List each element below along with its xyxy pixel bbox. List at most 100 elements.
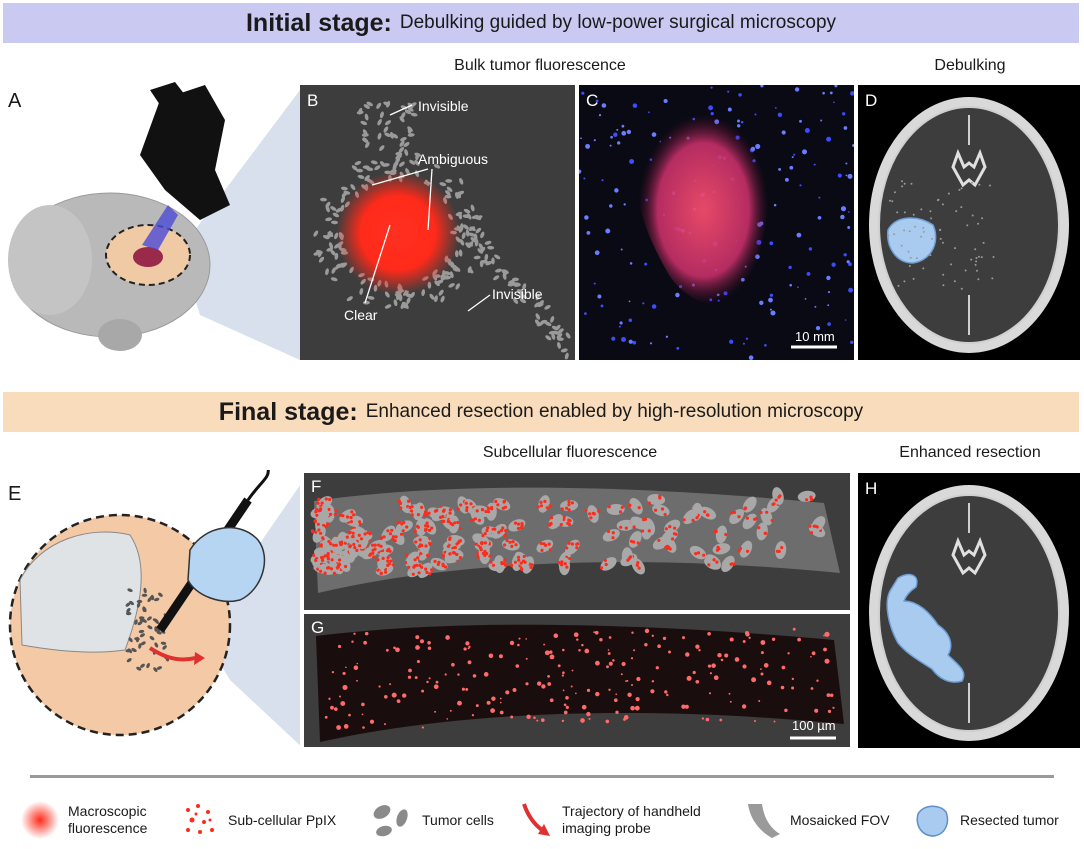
autofluorescence-speck	[781, 130, 786, 135]
ppix-dot	[632, 525, 636, 529]
autofluorescence-speck	[815, 326, 821, 331]
ppix-speck	[634, 705, 640, 711]
panel-g: G 100 µm	[304, 614, 850, 747]
ppix-speck	[615, 710, 619, 714]
panel-d: D	[858, 85, 1080, 360]
autofluorescence-speck	[796, 232, 802, 238]
tumor-cell	[445, 179, 453, 183]
ppix-dot	[447, 520, 451, 524]
autofluorescence-speck	[808, 247, 813, 251]
tumor-cell	[136, 602, 141, 608]
ppix-dot	[567, 518, 571, 522]
ppix-speck	[544, 650, 550, 656]
autofluorescence-speck	[764, 343, 767, 347]
ppix-speck	[421, 726, 425, 729]
ppix-dot	[517, 555, 521, 559]
tumor-cell	[140, 663, 145, 668]
autofluorescence-speck	[820, 119, 823, 122]
tumor-cell	[377, 118, 382, 126]
ppix-speck	[593, 631, 596, 634]
residual-cell-dot	[887, 234, 890, 237]
ppix-dot	[559, 523, 563, 527]
ppix-speck	[324, 715, 328, 719]
legend-mosaicked-label: Mosaicked FOV	[790, 811, 890, 828]
ppix-dot	[479, 541, 484, 545]
ppix-speck	[613, 698, 618, 703]
ppix-dot	[618, 510, 623, 514]
autofluorescence-speck	[581, 91, 585, 95]
ppix-dot	[351, 534, 355, 539]
ppix-dot	[757, 526, 761, 530]
tumor-cell	[468, 232, 475, 237]
tumor-cell	[459, 177, 464, 185]
ppix-speck	[331, 670, 335, 674]
ppix-speck	[824, 658, 830, 664]
tumor-cell	[330, 249, 336, 256]
residual-cell-dot	[941, 203, 944, 206]
tumor-cell	[440, 295, 445, 303]
residual-cell-dot	[991, 277, 994, 280]
tumor-cell	[330, 206, 337, 211]
autofluorescence-speck	[613, 132, 618, 137]
tumor-spot	[133, 247, 163, 267]
autofluorescence-speck	[827, 291, 831, 294]
ppix-speck	[575, 692, 577, 695]
ppix-dot	[430, 526, 434, 530]
ppix-dot	[567, 508, 571, 512]
tumor-cell	[318, 256, 325, 263]
ppix-speck	[595, 691, 600, 697]
tumor-cell	[399, 140, 405, 147]
ppix-dot	[763, 531, 768, 535]
ppix-speck	[339, 695, 341, 698]
tumor-cell	[399, 161, 405, 167]
ppix-dot	[780, 546, 784, 550]
residual-cell-dot	[903, 280, 906, 283]
tumor-cell	[474, 239, 479, 247]
autofluorescence-speck	[647, 111, 650, 114]
ppix-dot	[372, 555, 376, 559]
ppix-speck	[363, 640, 367, 645]
ppix-dot	[448, 537, 452, 541]
residual-cell-dot	[915, 257, 918, 260]
autofluorescence-speck	[742, 342, 745, 345]
ppix-speck	[337, 644, 342, 649]
tumor-cells-icon	[373, 805, 408, 837]
ppix-speck	[760, 640, 766, 645]
ppix-dot	[424, 567, 428, 571]
autofluorescence-speck	[848, 287, 854, 293]
ppix-speck	[525, 657, 528, 660]
tumor-cell	[621, 547, 633, 566]
tumor-cell	[445, 190, 451, 196]
ppix-dot	[588, 512, 592, 516]
ppix-dot	[333, 512, 337, 517]
ppix-speck	[713, 675, 719, 681]
ppix-dot	[510, 544, 514, 548]
ppix-speck	[378, 685, 381, 688]
tumor-cell	[364, 175, 370, 181]
autofluorescence-speck	[708, 105, 714, 111]
autofluorescence-speck	[737, 119, 740, 123]
ppix-speck	[824, 631, 830, 637]
final-stage-banner: Final stage: Enhanced resection enabled …	[3, 392, 1079, 432]
ppix-speck	[763, 663, 769, 668]
ppix-dot	[349, 520, 353, 524]
ppix-speck	[434, 710, 437, 713]
ppix-dot	[453, 546, 457, 550]
autofluorescence-speck	[614, 188, 619, 193]
residual-cell-dot	[908, 230, 911, 233]
ppix-speck	[415, 635, 420, 640]
ppix-speck	[581, 704, 587, 710]
residual-cell-dot	[929, 254, 932, 257]
ppix-speck	[565, 695, 569, 700]
tumor-cell	[363, 104, 370, 109]
ppix-speck	[758, 700, 761, 702]
ppix-dot	[599, 566, 604, 570]
ppix-dot	[368, 553, 372, 557]
ppix-dot	[604, 562, 608, 567]
ppix-dot	[338, 558, 342, 562]
residual-cell-dot	[981, 217, 984, 220]
residual-cell-dot	[909, 256, 912, 259]
tumor-cell	[389, 131, 394, 139]
autofluorescence-speck	[649, 342, 653, 345]
ppix-dot	[732, 510, 737, 514]
